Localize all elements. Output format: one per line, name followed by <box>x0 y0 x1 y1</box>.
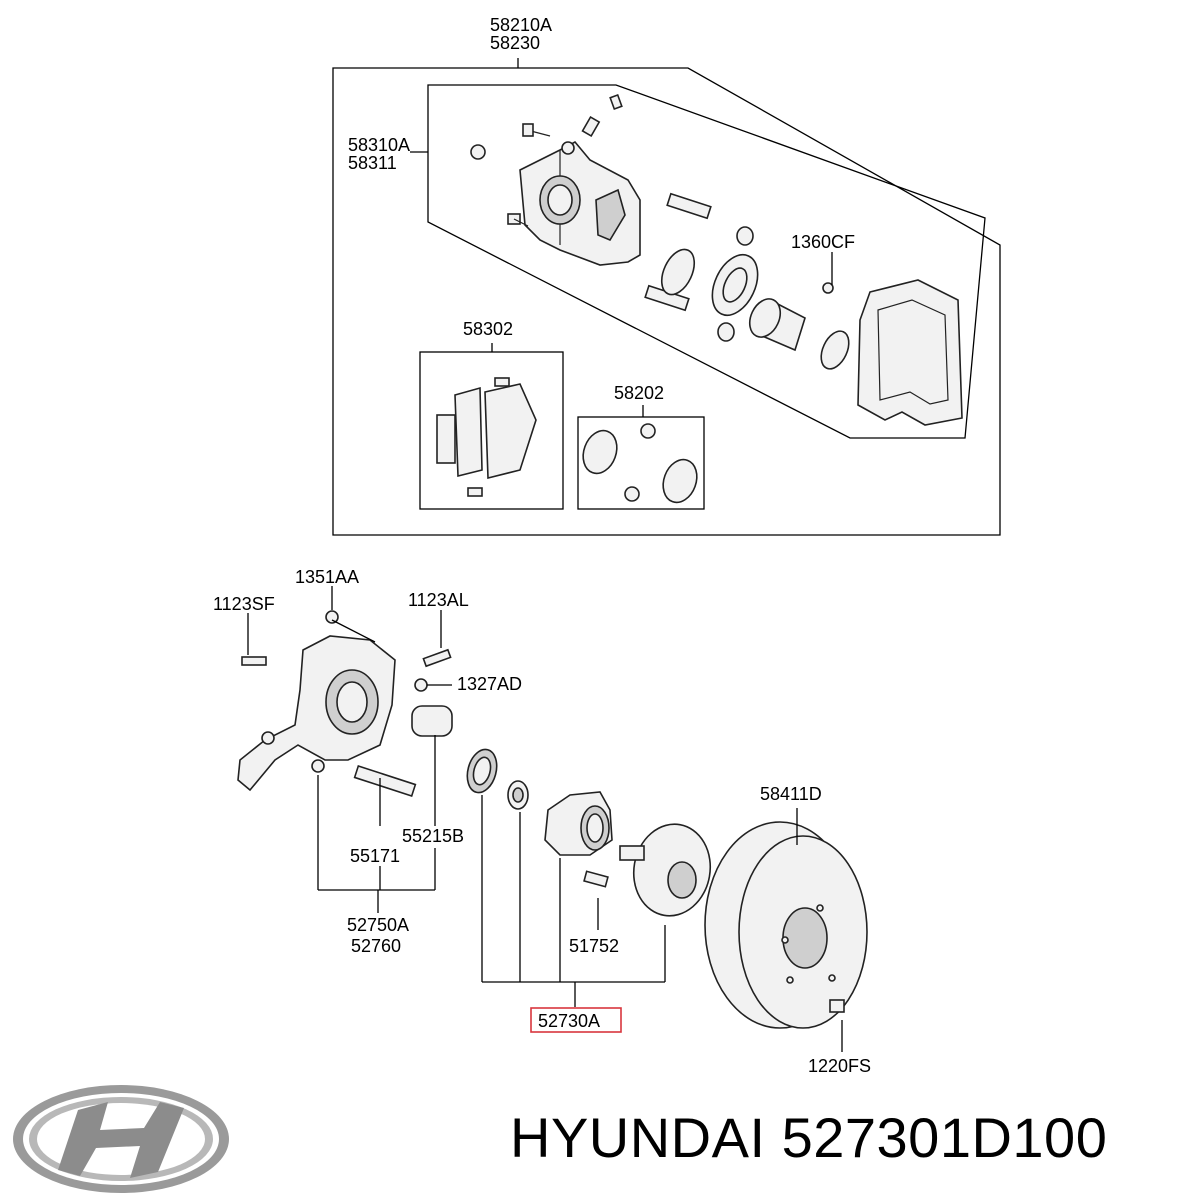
label-58310a: 58310A <box>348 135 410 155</box>
steering-knuckle <box>237 635 396 792</box>
label-58311: 58311 <box>348 153 397 173</box>
label-1123sf: 1123SF <box>213 594 275 614</box>
label-1351aa: 1351AA <box>295 567 359 587</box>
label-52760: 52760 <box>351 936 401 956</box>
caliper-pins-and-piston <box>644 192 850 370</box>
label-58230: 58230 <box>490 33 540 53</box>
knuckle-bolts <box>241 610 453 797</box>
caption: HYUNDAI 527301D100 <box>510 1105 1190 1175</box>
label-1220fs: 1220FS <box>808 1056 871 1076</box>
label-58411d: 58411D <box>760 784 822 804</box>
label-1123al: 1123AL <box>408 590 469 610</box>
label-55215b: 55215B <box>402 826 464 846</box>
brake-disc <box>704 808 868 1052</box>
caliper-bracket <box>857 279 963 426</box>
brake-pad-box <box>419 343 564 510</box>
caliper-small-parts <box>470 93 623 227</box>
seal-kit-box <box>577 405 705 510</box>
label-58202: 58202 <box>614 383 664 403</box>
label-55171: 55171 <box>350 846 400 866</box>
label-52750a: 52750A <box>347 915 409 935</box>
hyundai-logo <box>13 1085 229 1193</box>
label-1360cf: 1360CF <box>791 232 855 252</box>
hub-leaders <box>481 795 666 1007</box>
knuckle-leaders <box>247 586 452 913</box>
brand-name: HYUNDAI <box>510 1106 766 1169</box>
hub-components <box>466 748 712 917</box>
label-1327ad: 1327AD <box>457 674 522 694</box>
caliper-assembly-frame <box>332 58 1001 536</box>
label-58210a: 58210A <box>490 15 552 35</box>
highlight-box <box>530 1007 622 1033</box>
label-51752: 51752 <box>569 936 619 956</box>
label-52730a: 52730A <box>538 1011 600 1031</box>
part-number: 527301D100 <box>781 1106 1108 1169</box>
label-58302: 58302 <box>463 319 513 339</box>
caliper-body <box>519 140 641 266</box>
